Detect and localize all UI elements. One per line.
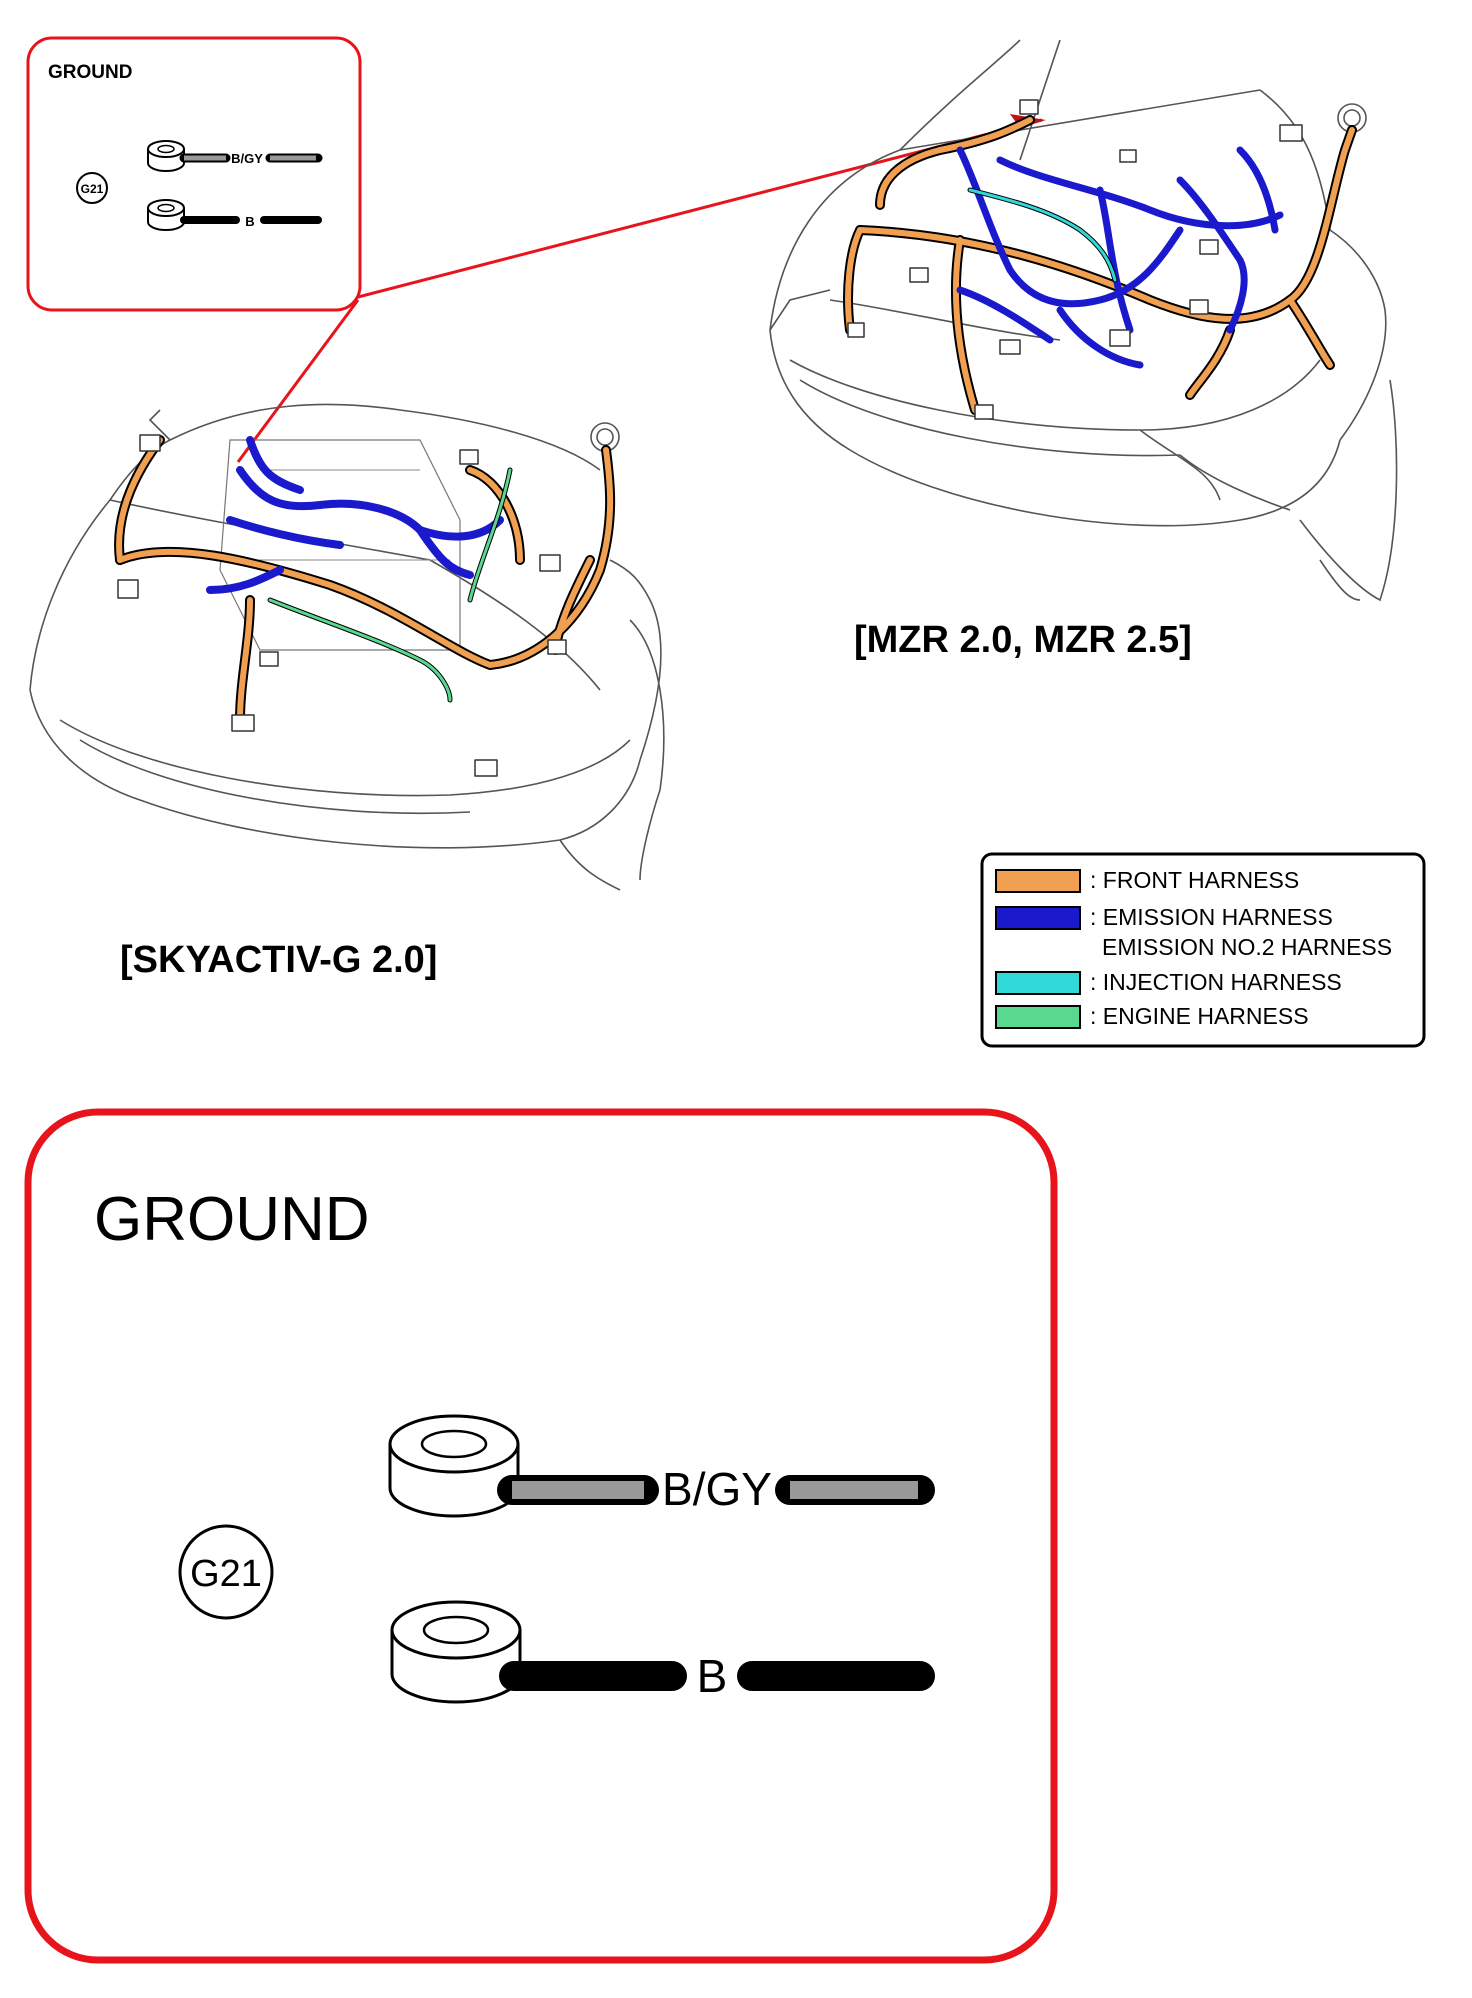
small-terminal-icon <box>147 140 185 172</box>
legend-label-engine: : ENGINE HARNESS <box>1090 1003 1309 1029</box>
legend-item-injection: : INJECTION HARNESS <box>995 969 1342 995</box>
legend-label-emission: : EMISSION HARNESS <box>1090 904 1333 930</box>
ground-detail-panel: GROUND G21 B/GY B <box>24 1108 1058 1964</box>
small-wire-label-bgy: B/GY <box>231 151 263 166</box>
small-wire-label-b: B <box>245 214 254 229</box>
detail-ground-id-circle <box>178 1524 274 1620</box>
small-ground-inset: GROUND G21 B/GY B <box>26 36 362 312</box>
small-ground-id-circle <box>76 172 108 204</box>
mzr-view-label: [MZR 2.0, MZR 2.5] <box>854 619 1192 661</box>
small-ground-id: G21 <box>81 182 104 196</box>
legend-label-injection: : INJECTION HARNESS <box>1090 969 1342 995</box>
legend-label-emission-no2: EMISSION NO.2 HARNESS <box>1102 934 1392 960</box>
detail-wire-label-b: B <box>697 1650 728 1702</box>
small-terminal-icon <box>147 199 185 231</box>
skyactiv-view-label: [SKYACTIV-G 2.0] <box>120 939 437 981</box>
legend-item-emission: : EMISSION HARNESS EMISSION NO.2 HARNESS <box>995 904 1392 960</box>
detail-terminal-icon <box>390 1600 522 1704</box>
legend-swatch-front <box>995 869 1081 893</box>
legend-swatch-injection <box>995 971 1081 995</box>
legend-item-front: : FRONT HARNESS <box>995 867 1299 893</box>
harness-legend: : FRONT HARNESS : EMISSION HARNESS EMISS… <box>980 852 1426 1048</box>
legend-swatch-engine <box>995 1005 1081 1029</box>
detail-wire-label-bgy: B/GY <box>662 1463 772 1515</box>
legend-swatch-emission <box>995 906 1081 930</box>
skyactiv-car-illustration <box>29 403 665 891</box>
detail-terminal-icon <box>388 1414 520 1518</box>
skyactiv-harness-routing <box>114 434 616 777</box>
detail-ground-id: G21 <box>190 1553 262 1595</box>
mzr-harness-routing <box>843 99 1357 420</box>
detail-title: GROUND <box>94 1185 370 1254</box>
legend-label-front: : FRONT HARNESS <box>1090 867 1299 893</box>
legend-item-engine: : ENGINE HARNESS <box>995 1003 1309 1029</box>
small-inset-title: GROUND <box>48 62 132 83</box>
